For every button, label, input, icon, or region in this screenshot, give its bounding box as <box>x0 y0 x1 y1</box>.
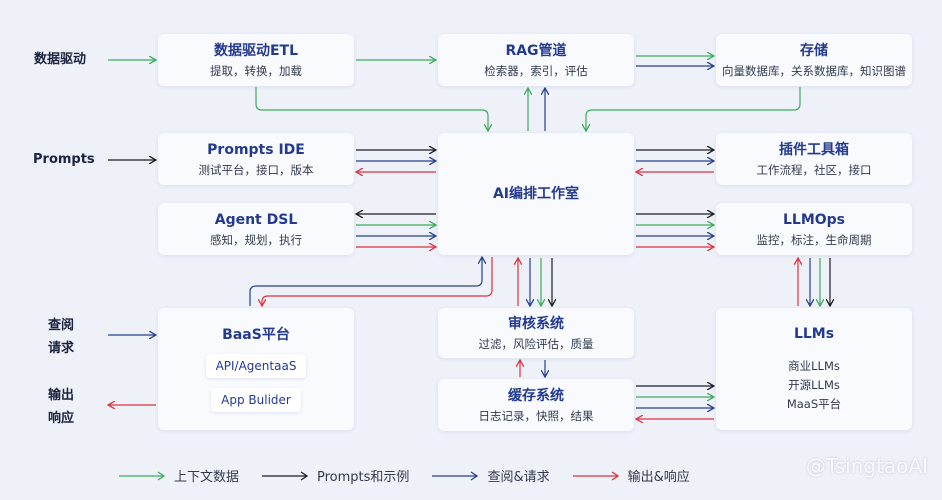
green-arrow-icon <box>119 470 166 481</box>
arrow-storage-ai <box>586 87 801 131</box>
llms-item-maas: MaaS平台 <box>786 396 842 411</box>
rag-subtitle: 检索器，索引，评估 <box>484 63 588 78</box>
black-arrow-icon <box>262 470 309 481</box>
llms-item-commercial: 商业LLMs <box>788 358 840 373</box>
navy-arrow-icon <box>432 470 479 481</box>
legend-query-label: 查阅&请求 <box>487 470 550 485</box>
prompts-ide-title: Prompts IDE <box>207 141 305 158</box>
side-label-output-line2: 响应 <box>48 411 75 426</box>
app-builder-pill: App Bulider <box>211 388 301 412</box>
storage-box: 存储 向量数据库，关系数据库，知识图谱 <box>716 34 912 86</box>
plugin-title: 插件工具箱 <box>779 141 849 158</box>
side-label-query: 查阅 请求 <box>48 316 74 359</box>
llms-list: 商业LLMs 开源LLMs MaaS平台 <box>787 357 841 414</box>
legend-context: 上下文数据 <box>118 466 239 485</box>
llmops-title: LLMOps <box>782 211 846 228</box>
review-box: 审核系统 过滤，风险评估，质量 <box>438 308 634 358</box>
side-label-data-driven: 数据驱动 <box>34 52 87 67</box>
legend-context-label: 上下文数据 <box>174 470 240 485</box>
prompts-ide-box: Prompts IDE 测试平台，接口，版本 <box>158 133 354 185</box>
review-subtitle: 过滤，风险评估，质量 <box>478 336 594 351</box>
api-agentaas-pill: API/AgentaaS <box>205 354 307 378</box>
plugin-box: 插件工具箱 工作流程，社区，接口 <box>716 133 912 185</box>
llms-box: LLMs 商业LLMs 开源LLMs MaaS平台 <box>716 308 912 430</box>
side-label-query-line2: 请求 <box>48 341 75 356</box>
etl-title: 数据驱动ETL <box>213 42 299 59</box>
prompts-ide-subtitle: 测试平台，接口，版本 <box>198 162 314 177</box>
ai-studio-box: AI编排工作室 <box>438 133 634 255</box>
legend-output-label: 输出&响应 <box>627 470 690 485</box>
etl-subtitle: 提取，转换，加载 <box>210 63 302 78</box>
arrow-ai-baas <box>262 257 493 306</box>
etl-box: 数据驱动ETL 提取，转换，加载 <box>158 34 354 86</box>
llms-title: LLMs <box>793 325 835 342</box>
legend-prompts-label: Prompts和示例 <box>317 470 410 485</box>
baas-box: BaaS平台 API/AgentaaS App Bulider <box>158 308 354 430</box>
side-label-query-line1: 查阅 <box>48 318 75 333</box>
llms-item-open-source: 开源LLMs <box>788 377 840 392</box>
arrow-baas-ai <box>249 257 482 306</box>
arrow-etl-ai <box>255 87 488 131</box>
legend: 上下文数据 Prompts和示例 查阅&请求 输出&响应 <box>118 466 712 485</box>
side-label-prompts: Prompts <box>33 152 95 167</box>
legend-output: 输出&响应 <box>572 466 690 485</box>
legend-query: 查阅&请求 <box>431 466 550 485</box>
storage-subtitle: 向量数据库，关系数据库，知识图谱 <box>722 63 906 78</box>
rag-title: RAG管道 <box>505 42 567 59</box>
llmops-box: LLMOps 监控，标注，生命周期 <box>716 203 912 255</box>
side-label-output-line1: 输出 <box>48 388 75 403</box>
agent-dsl-subtitle: 感知，规划，执行 <box>210 232 302 247</box>
side-label-output: 输出 响应 <box>48 386 74 429</box>
rag-box: RAG管道 检索器，索引，评估 <box>438 34 634 86</box>
llmops-subtitle: 监控，标注，生命周期 <box>756 232 872 247</box>
agent-dsl-title: Agent DSL <box>214 211 298 228</box>
legend-prompts: Prompts和示例 <box>261 466 409 485</box>
cache-title: 缓存系统 <box>508 387 564 404</box>
red-arrow-icon <box>572 470 619 481</box>
review-title: 审核系统 <box>508 315 564 332</box>
storage-title: 存储 <box>800 42 828 59</box>
watermark: @TsingtaoAI <box>805 454 928 478</box>
agent-dsl-box: Agent DSL 感知，规划，执行 <box>158 203 354 255</box>
cache-box: 缓存系统 日志记录，快照，结果 <box>438 379 634 431</box>
cache-subtitle: 日志记录，快照，结果 <box>478 408 594 423</box>
plugin-subtitle: 工作流程，社区，接口 <box>756 162 872 177</box>
ai-studio-title: AI编排工作室 <box>492 186 580 202</box>
baas-title: BaaS平台 <box>222 327 290 343</box>
